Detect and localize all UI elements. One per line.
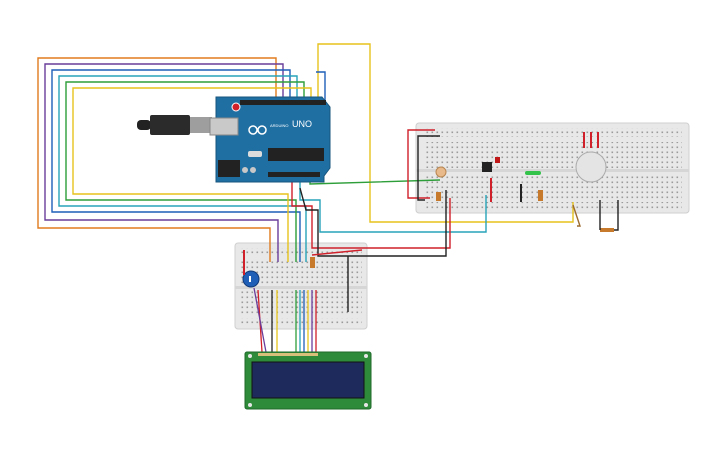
wire-teal[interactable]: [58, 75, 307, 262]
lcd-wires: [253, 287, 317, 353]
resistor-3-lead: [614, 200, 619, 231]
lcd-display[interactable]: [244, 351, 372, 410]
wire-red-small[interactable]: [311, 249, 363, 256]
arduino-uno-board[interactable]: ARDUINO UNO: [209, 96, 331, 183]
model-label: UNO: [292, 119, 312, 129]
wire-blue-short[interactable]: [316, 71, 326, 100]
resistor-2[interactable]: [436, 192, 441, 201]
jumper-red: [490, 178, 492, 202]
lcd-mount-hole-2: [364, 354, 368, 358]
lcd-mount-hole-3: [248, 403, 252, 407]
lcd-mount-hole: [248, 354, 252, 358]
temperature-sensor[interactable]: [482, 162, 492, 172]
resistor-3[interactable]: [600, 228, 614, 232]
potentiometer-knob: [249, 276, 251, 282]
wire-yellow-left[interactable]: [72, 87, 312, 262]
usb-cable[interactable]: [137, 115, 212, 135]
resistor-small[interactable]: [310, 257, 315, 268]
reset-button[interactable]: [231, 102, 241, 112]
lcd-mount-hole-4: [364, 403, 368, 407]
wires-misc: [291, 43, 581, 312]
buzzer-lead-2: [590, 132, 592, 148]
wire-red-power[interactable]: [291, 180, 451, 249]
wire-brown[interactable]: [572, 204, 581, 227]
wire-green[interactable]: [65, 81, 305, 262]
led-red[interactable]: [495, 157, 500, 163]
capacitor-2: [250, 167, 256, 173]
jumper-small-red: [243, 250, 245, 275]
breadboard-small[interactable]: [234, 242, 368, 330]
wire-black-ground[interactable]: [299, 187, 447, 257]
arduino-logo-icon-2: [257, 125, 267, 135]
components-small: [242, 250, 315, 288]
lcd-pin-header: [258, 353, 318, 356]
digital-header: [240, 100, 326, 105]
wire-orange[interactable]: [37, 57, 277, 262]
buzzer-lead-3: [597, 132, 599, 148]
buzzer-lead-1: [583, 132, 585, 148]
wire-black-rail[interactable]: [417, 135, 440, 201]
photoresistor[interactable]: [435, 166, 447, 178]
green-resistor[interactable]: [525, 171, 541, 175]
jumper-black: [520, 184, 522, 202]
brand-label: ARDUINO: [270, 123, 288, 128]
wire-blue[interactable]: [51, 69, 301, 262]
arduino-logo-icon: [248, 125, 258, 135]
capacitor-1: [242, 167, 248, 173]
piezo-buzzer[interactable]: [575, 151, 607, 183]
components-main: [435, 132, 619, 232]
wire-red-rail[interactable]: [407, 129, 435, 199]
wire-teal-right[interactable]: [299, 180, 487, 233]
wire-yellow-top[interactable]: [317, 43, 574, 223]
usb-port: [209, 117, 239, 136]
power-jack: [218, 160, 240, 177]
analog-header: [268, 172, 320, 177]
resistor-1[interactable]: [538, 190, 543, 201]
breadboard-main[interactable]: [415, 122, 690, 214]
crystal: [248, 151, 262, 157]
lcd-screen: [251, 361, 365, 399]
wires-left-loop: [37, 57, 312, 262]
atmega-chip: [268, 148, 324, 161]
